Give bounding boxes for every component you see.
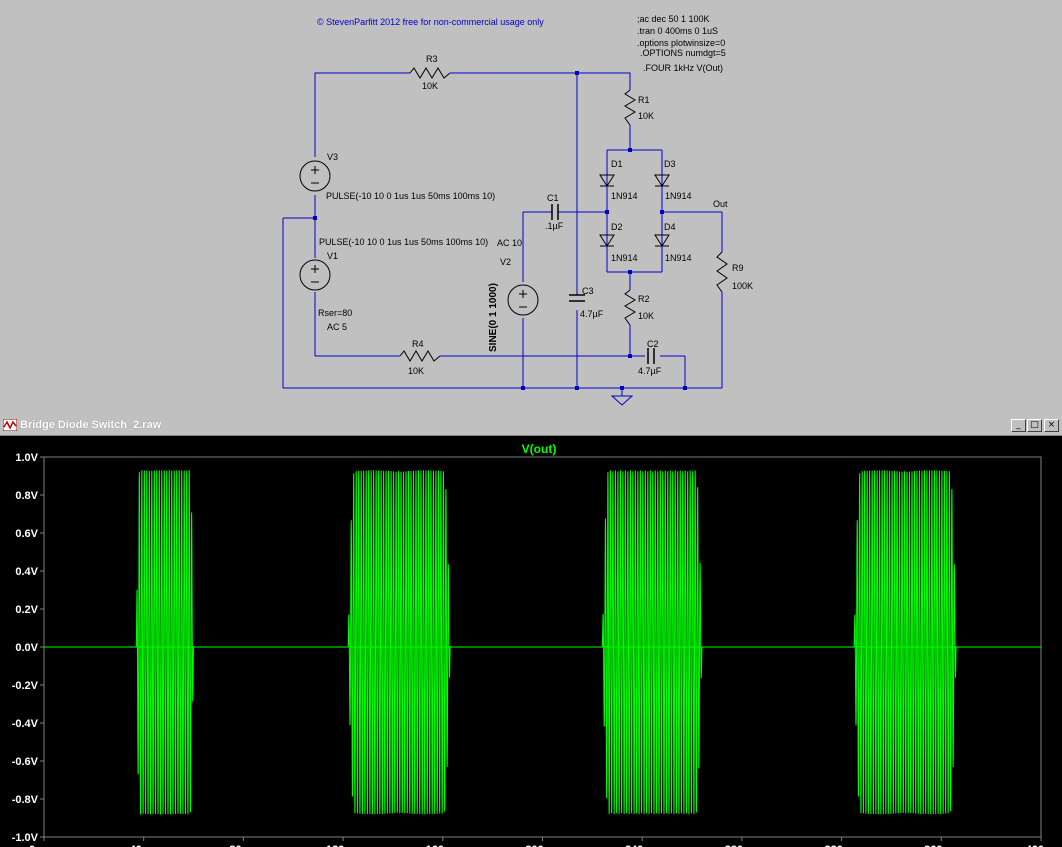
y-tick-label: -0.8V xyxy=(12,794,39,806)
close-button[interactable]: × xyxy=(1044,419,1059,432)
spice-directives: ;ac dec 50 1 100K .tran 0 400ms 0 1uS .o… xyxy=(637,14,726,73)
r3-symbol xyxy=(409,67,451,79)
v2-ac: AC 10 xyxy=(497,238,522,248)
window-titlebar[interactable]: Bridge Diode Switch_2.raw _ □ × xyxy=(0,416,1062,436)
d4-name: D4 xyxy=(664,222,676,232)
y-tick-label: 1.0V xyxy=(15,452,38,464)
d1-name: D1 xyxy=(611,159,623,169)
d3-name: D3 xyxy=(664,159,676,169)
v3-symbol xyxy=(299,160,331,192)
v3-value: PULSE(-10 10 0 1us 1us 50ms 100ms 10) xyxy=(326,191,495,201)
v2-name: V2 xyxy=(500,257,511,267)
r3-value: 10K xyxy=(422,81,438,91)
x-tick-label: 360ms xyxy=(924,844,958,847)
y-tick-label: 0.2V xyxy=(15,604,38,616)
resistor-symbols xyxy=(399,67,728,362)
copyright-text: © StevenParfitt 2012 free for non-commer… xyxy=(317,17,544,27)
x-tick-label: 240ms xyxy=(625,844,659,847)
directive-line: .tran 0 400ms 0 1uS xyxy=(637,26,718,36)
trace-burst xyxy=(135,469,195,816)
v2-symbol xyxy=(507,284,539,316)
x-tick-label: 320ms xyxy=(824,844,858,847)
v1-name: V1 xyxy=(327,251,338,261)
x-tick-label: 40ms xyxy=(130,844,158,847)
x-tick-label: 280ms xyxy=(725,844,759,847)
trace-vout xyxy=(44,469,1041,816)
y-tick-label: -1.0V xyxy=(12,832,39,844)
x-tick-label: 160ms xyxy=(426,844,460,847)
directive-line: ;ac dec 50 1 100K xyxy=(637,14,710,24)
v1-ac: AC 5 xyxy=(327,322,347,332)
waveform-viewer-window[interactable]: Bridge Diode Switch_2.raw _ □ × V(out) 1… xyxy=(0,416,1062,847)
x-tick-label: 120ms xyxy=(326,844,360,847)
v1-rser: Rser=80 xyxy=(318,308,352,318)
r2-value: 10K xyxy=(638,311,654,321)
r9-name: R9 xyxy=(732,263,744,273)
minimize-button[interactable]: _ xyxy=(1011,419,1026,432)
d3-symbol xyxy=(654,174,670,187)
c2-name: C2 xyxy=(647,339,659,349)
r1-value: 10K xyxy=(638,111,654,121)
r4-value: 10K xyxy=(408,366,424,376)
r9-value: 100K xyxy=(732,281,753,291)
v1-value: PULSE(-10 10 0 1us 1us 50ms 100ms 10) xyxy=(319,237,488,247)
diode-symbols xyxy=(599,174,670,247)
c3-name: C3 xyxy=(582,286,594,296)
waveform-plot[interactable]: V(out) 1.0V 0.8V 0.6V 0.4V 0.2V 0.0V -0.2V -0.4… xyxy=(0,436,1062,847)
y-tick-label: 0.4V xyxy=(15,566,38,578)
d2-name: D2 xyxy=(611,222,623,232)
d2-symbol xyxy=(599,234,615,247)
x-tick-label: 200ms xyxy=(525,844,559,847)
source-symbols xyxy=(299,160,539,316)
r2-name: R2 xyxy=(638,294,650,304)
x-tick-label: 0ms xyxy=(29,844,51,847)
x-tick-label: 400ms xyxy=(1026,844,1060,847)
r1-symbol xyxy=(624,89,636,126)
r3-name: R3 xyxy=(426,54,438,64)
directive-line: .OPTIONS numdgt=5 xyxy=(640,48,726,58)
v1-symbol xyxy=(299,259,331,291)
v3-name: V3 xyxy=(327,152,338,162)
directive-line: .options plotwinsize=0 xyxy=(637,38,725,48)
c1-name: C1 xyxy=(547,193,559,203)
waveform-icon xyxy=(3,419,17,431)
junctions xyxy=(313,71,687,390)
d3-model: 1N914 xyxy=(665,191,692,201)
x-tick-label: 80ms xyxy=(229,844,257,847)
c3-value: 4.7µF xyxy=(580,309,604,319)
capacitor-symbols xyxy=(551,204,655,364)
y-tick-label: -0.4V xyxy=(12,718,39,730)
x-axis: 0ms 40ms 80ms 120ms 160ms 200ms 240ms 280ms 320m… xyxy=(29,837,1060,847)
y-tick-label: 0.6V xyxy=(15,528,38,540)
net-label-out: Out xyxy=(713,199,728,209)
r4-name: R4 xyxy=(412,339,424,349)
schematic-editor[interactable]: © StevenParfitt 2012 free for non-commer… xyxy=(0,0,1062,410)
directive-line: .FOUR 1kHz V(Out) xyxy=(643,63,723,73)
trace-burst xyxy=(853,470,957,815)
y-axis: 1.0V 0.8V 0.6V 0.4V 0.2V 0.0V -0.2V -0.4V -0.6V -… xyxy=(12,452,44,844)
y-tick-label: -0.2V xyxy=(12,680,39,692)
d4-model: 1N914 xyxy=(665,253,692,263)
schematic-canvas[interactable]: © StevenParfitt 2012 free for non-commer… xyxy=(0,0,1062,410)
d1-model: 1N914 xyxy=(611,191,638,201)
r2-symbol xyxy=(624,289,636,326)
trace-burst xyxy=(347,470,451,815)
c1-value: .1µF xyxy=(545,221,564,231)
r4-symbol xyxy=(399,350,441,362)
v2-value: SINE(0 1 1000) xyxy=(488,283,499,352)
d2-model: 1N914 xyxy=(611,253,638,263)
window-title: Bridge Diode Switch_2.raw xyxy=(20,419,162,431)
y-tick-label: 0.8V xyxy=(15,490,38,502)
restore-button[interactable]: □ xyxy=(1027,419,1042,432)
d1-symbol xyxy=(599,174,615,187)
d4-symbol xyxy=(654,234,670,247)
y-tick-label: -0.6V xyxy=(12,756,39,768)
trace-burst xyxy=(601,470,703,815)
ground-icon xyxy=(610,395,634,406)
y-tick-label: 0.0V xyxy=(15,642,38,654)
r1-name: R1 xyxy=(638,95,650,105)
r9-symbol xyxy=(716,251,728,293)
trace-label-vout[interactable]: V(out) xyxy=(522,442,557,456)
c2-value: 4.7µF xyxy=(638,366,662,376)
